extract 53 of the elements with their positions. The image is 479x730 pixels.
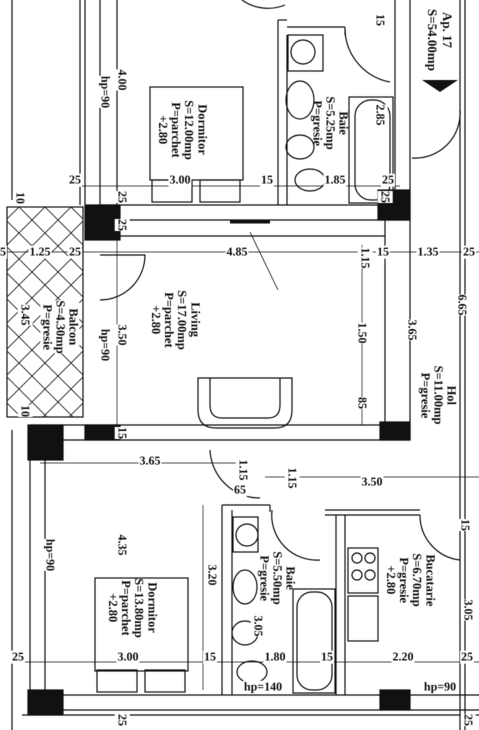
dimension-label: 3.00 (168, 174, 192, 186)
dimension-label: 5 (0, 246, 7, 258)
dimension-label: hp=90 (98, 328, 112, 362)
dimension-label: 4.00 (114, 70, 130, 90)
dimension-label: 15 (320, 650, 334, 664)
room-label: Baie S=5.50mp P=gresie (257, 551, 297, 605)
apartment-label: Ap. 17 (439, 12, 455, 48)
dimension-label: hp=90 (42, 538, 58, 572)
dimension-label: 25 (68, 174, 82, 186)
room-label: Baie S=5.25mp P=gresie (310, 96, 350, 150)
dimension-label: 1.35 (416, 246, 440, 258)
dimension-label: hp=90 (98, 76, 112, 108)
dimension-label: 25 (378, 191, 392, 203)
dimension-label: 25 (114, 714, 130, 726)
dimension-label: 3.00 (116, 650, 140, 664)
room-label: Living S=17.00mp P=parchet +2.80 (148, 290, 202, 350)
dimension-label: 3.50 (360, 476, 384, 488)
dimension-label: 25 (114, 191, 130, 203)
dimension-label: 3.50 (114, 324, 130, 346)
room-label: Dormitor S=13.80mp P=parchet +2.80 (106, 578, 158, 638)
dimension-label: 4.85 (226, 246, 248, 258)
dimension-label: 15 (203, 650, 217, 664)
dimension-label: 25 (11, 650, 25, 664)
dimension-label: 15 (458, 519, 472, 531)
dimension-label: 3.05 (250, 616, 266, 636)
dimension-label: 3.65 (138, 454, 162, 468)
dimension-label: 25 (381, 174, 395, 186)
dimension-label: 65 (233, 484, 247, 496)
dimension-label: 10 (12, 192, 28, 204)
dimension-label: 25 (462, 246, 476, 258)
dimension-label: 2.20 (392, 650, 414, 664)
dimension-label: hp=90 (422, 680, 458, 694)
dimension-label: 25 (460, 714, 476, 726)
room-label: Balcon S=4.30mp P=gresie (40, 300, 80, 354)
dimension-label: 1.15 (236, 460, 250, 480)
dimension-label: 1.80 (264, 650, 286, 664)
room-label: Bucatarie S=6.70mp P=gresie +2.80 (384, 553, 436, 607)
dimension-label: 3.05 (460, 600, 476, 620)
dimension-label: 1.15 (284, 468, 300, 488)
dimension-label: 15 (260, 174, 274, 186)
dimension-label: hp=140 (242, 680, 284, 694)
dimension-label: 10 (18, 405, 32, 417)
dimension-label: 3.45 (18, 304, 32, 326)
apartment-label: S=54.00mp (424, 9, 440, 71)
dimension-label: 15 (114, 427, 130, 439)
dimension-label: 25 (114, 219, 130, 231)
dimension-label: 25 (68, 246, 82, 258)
dimension-label: 1.85 (324, 174, 346, 186)
dimension-label: 1.15 (358, 248, 372, 268)
dimension-label: 1.25 (28, 246, 52, 258)
dimension-label: 15 (376, 246, 390, 258)
dimension-label: 25 (460, 650, 474, 664)
room-label: Hol S=11.00mp P=gresie (418, 366, 458, 424)
